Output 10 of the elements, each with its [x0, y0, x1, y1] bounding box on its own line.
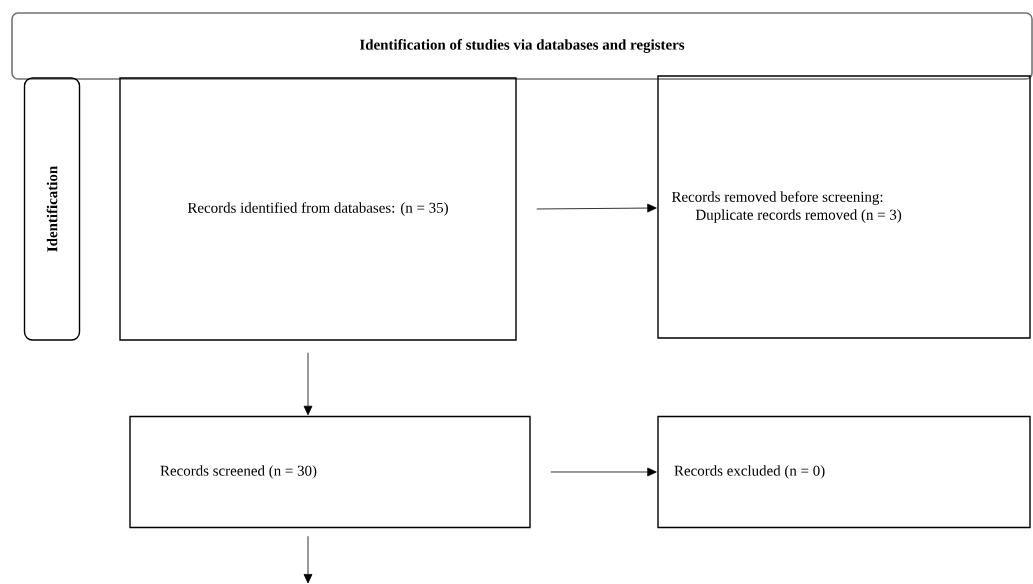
- arrow: [303, 352, 313, 416]
- header-band: Identification of studies via databases and registers: [11, 12, 1033, 80]
- process-box: Records screened (n = 30): [129, 415, 531, 529]
- arrow: [303, 535, 313, 584]
- process-box: Records identified from databases: (n = 35): [119, 77, 517, 341]
- arrow: [536, 203, 657, 213]
- side-label: Identification: [23, 77, 81, 341]
- arrow: [550, 467, 657, 477]
- process-box: Records excluded (n = 0): [657, 415, 1031, 529]
- process-box: Records removed before screening: Duplicate records removed (n = 3): [657, 75, 1031, 339]
